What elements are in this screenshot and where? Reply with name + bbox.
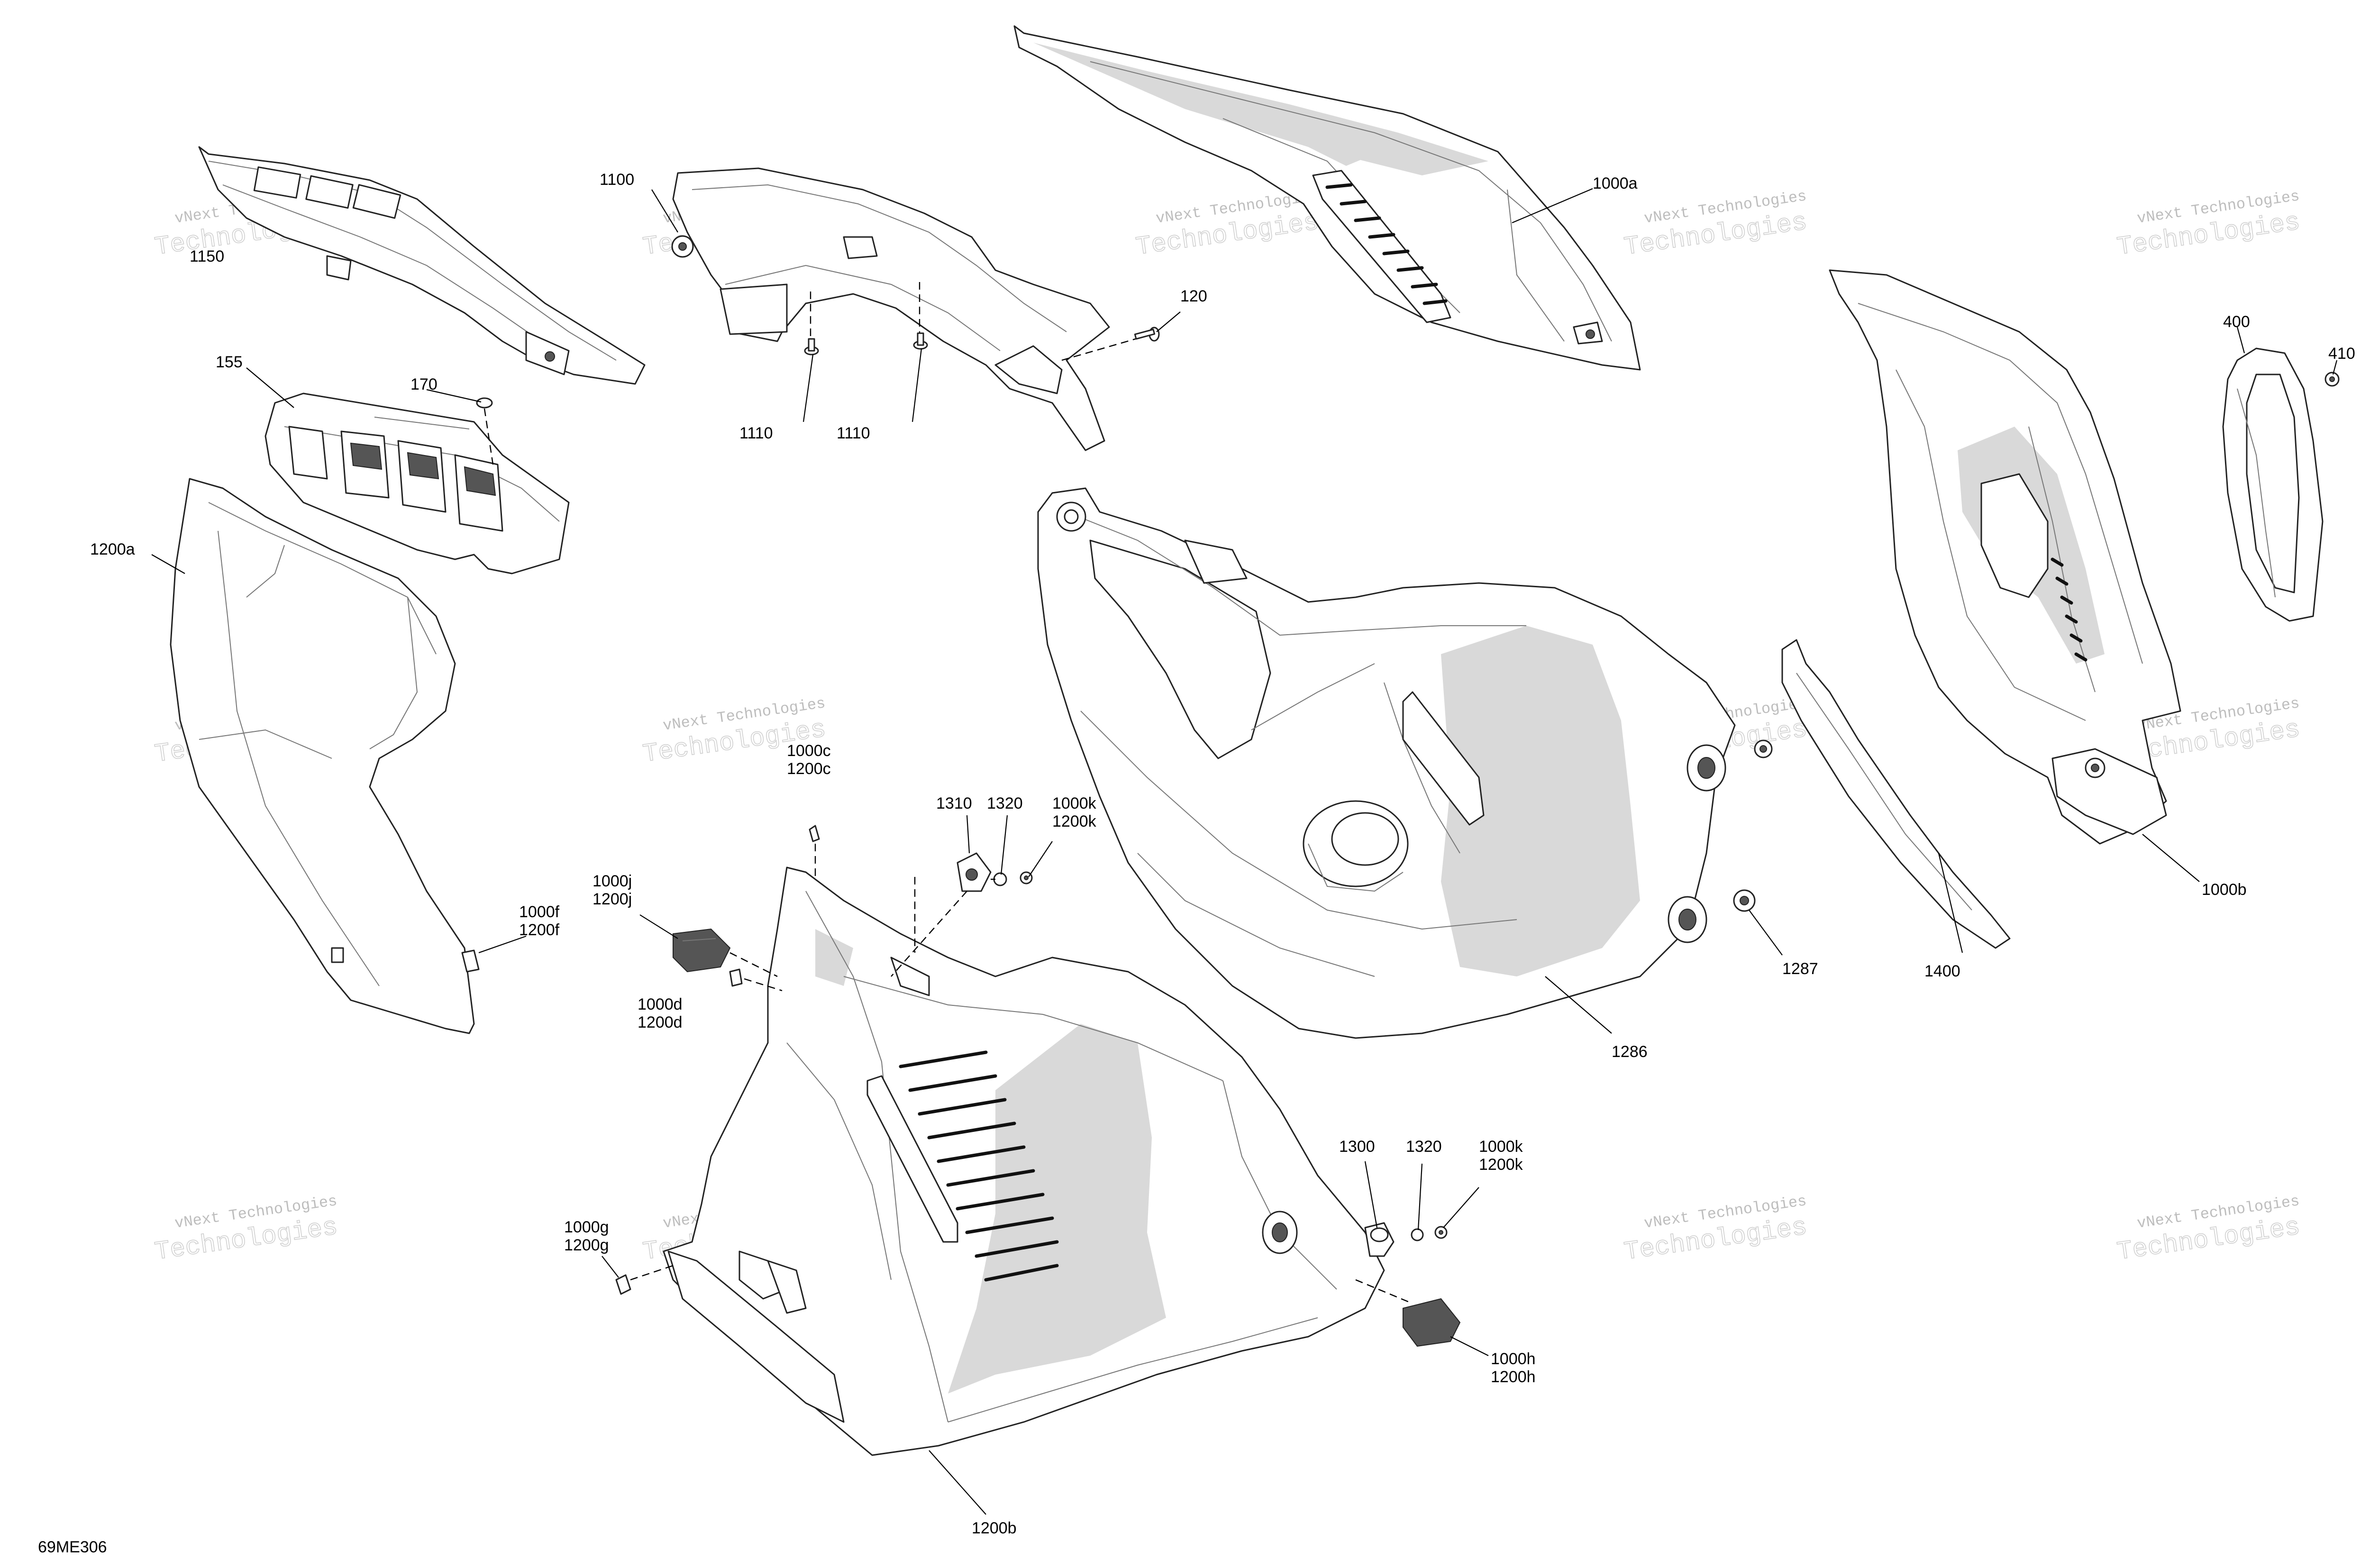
clip-1000f-1200f — [461, 935, 527, 973]
callout-170: 170 — [410, 375, 438, 393]
connector-1000h-1200h — [1355, 1279, 1461, 1347]
callout-1200f: 1200f — [519, 921, 560, 939]
callout-1310: 1310 — [936, 794, 972, 812]
grommet-1287-b — [1733, 889, 1756, 912]
callout-1200c: 1200c — [787, 760, 831, 778]
callout-1000k-a: 1000k — [1052, 794, 1097, 812]
clip-1000g-1200g — [615, 1265, 674, 1295]
vent-slots-1200b — [899, 1050, 1059, 1282]
callout-1200b: 1200b — [972, 1519, 1017, 1537]
drawing-code: 69ME306 — [38, 1538, 107, 1556]
callout-1400: 1400 — [1924, 962, 1960, 980]
callout-1287: 1287 — [1782, 960, 1818, 978]
screw-120 — [1134, 327, 1160, 342]
callout-1200g: 1200g — [564, 1236, 609, 1254]
callout-1000b: 1000b — [2202, 881, 2247, 899]
grommet-a — [1686, 744, 1726, 792]
clip-1000c-1200c — [809, 825, 820, 877]
callout-1000a: 1000a — [1593, 174, 1638, 192]
callout-400: 400 — [2223, 313, 2250, 331]
callout-1200d: 1200d — [638, 1013, 683, 1031]
callout-1200j: 1200j — [592, 890, 632, 908]
callout-1286: 1286 — [1612, 1043, 1648, 1061]
callout-1000g: 1000g — [564, 1218, 609, 1236]
clip-1000d-1200d — [729, 968, 783, 992]
screw-170 — [476, 397, 494, 465]
vent-slots-1000a — [1325, 183, 1448, 305]
callout-1000j: 1000j — [592, 872, 632, 890]
callout-1110-b: 1110 — [837, 424, 870, 442]
fastener-1320-b — [1411, 1228, 1424, 1241]
callout-1000h: 1000h — [1491, 1350, 1536, 1368]
callout-1200k-b: 1200k — [1479, 1156, 1523, 1174]
callout-155: 155 — [216, 353, 243, 371]
callout-1200h: 1200h — [1491, 1368, 1536, 1386]
part-1200a-left-panel — [170, 478, 475, 1034]
callout-1150: 1150 — [190, 247, 224, 265]
connector-1000j-1200j — [673, 928, 778, 977]
fastener-1000k-b — [1434, 1226, 1448, 1239]
callout-120: 120 — [1180, 287, 1207, 305]
fastener-1320-a — [991, 872, 1007, 886]
callout-410: 410 — [2328, 345, 2355, 363]
screw-410 — [2324, 372, 2340, 387]
callout-1000c: 1000c — [787, 742, 831, 760]
screw-1110-b — [913, 332, 928, 350]
fastener-group-1110-120 — [804, 282, 1160, 361]
filler-cap — [1303, 800, 1409, 892]
callout-1320-b: 1320 — [1406, 1138, 1442, 1156]
part-1100-bracket — [671, 167, 1110, 451]
part-400-bezel — [2222, 347, 2324, 622]
callout-1200k-a: 1200k — [1052, 812, 1097, 830]
callout-1110-a: 1110 — [739, 424, 773, 442]
part-1150-bracket — [198, 146, 646, 385]
callout-labels: 1150 1100 1110 1110 120 1000a 155 170 12… — [38, 171, 2355, 1556]
part-155-bezel — [264, 392, 570, 574]
part-1286-main-panel — [1037, 487, 1736, 1039]
grommet-1287-a — [1754, 739, 1773, 758]
screw-1110-a — [804, 338, 819, 356]
vent-slots-1000b — [2051, 557, 2087, 662]
part-1000a-top-panel — [1013, 25, 1641, 371]
grommet-b — [1668, 896, 1707, 943]
callout-1000f: 1000f — [519, 903, 560, 921]
leader-lines — [151, 188, 2338, 1515]
connector-1310 — [891, 852, 992, 977]
callout-1100: 1100 — [600, 171, 634, 189]
callout-1000k-b: 1000k — [1479, 1138, 1523, 1156]
callout-1000d: 1000d — [638, 995, 683, 1013]
fastener-1000k-a — [1020, 871, 1033, 884]
part-1200b-front-panel — [663, 866, 1385, 1456]
part-1000b-side-panel — [1829, 269, 2181, 845]
callout-1200a: 1200a — [90, 540, 135, 558]
grommet-front — [1262, 1211, 1298, 1254]
callout-1320-a: 1320 — [987, 794, 1023, 812]
part-1400-strip — [1781, 639, 2011, 949]
callout-1300: 1300 — [1339, 1138, 1375, 1156]
connector-1300 — [1364, 1222, 1395, 1257]
